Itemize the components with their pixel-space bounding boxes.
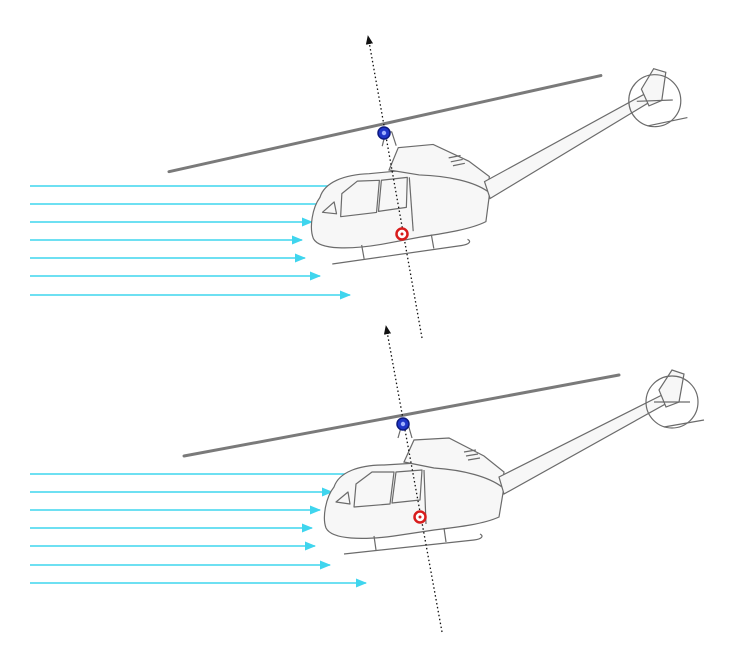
bottom-helicopter [182, 368, 706, 556]
top-center-of-gravity-marker [395, 227, 409, 241]
top-airflow-arrows [30, 181, 380, 300]
top-rotor-hub-marker [377, 126, 391, 140]
bottom-rotor-hub-marker [396, 417, 410, 431]
top-panel [30, 35, 694, 339]
bottom-center-of-gravity-marker [413, 510, 427, 524]
top-thrust-axis-arrow [365, 35, 423, 339]
bottom-airflow-arrows [30, 469, 380, 588]
bottom-panel [30, 325, 706, 633]
